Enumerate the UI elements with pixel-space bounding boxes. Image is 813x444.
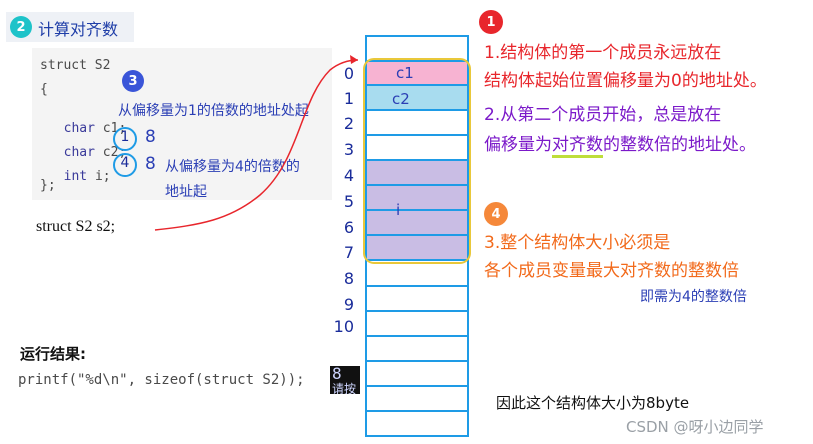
step-badge-3: 3 bbox=[122, 70, 144, 92]
step-badge-1: 1 bbox=[479, 10, 503, 34]
rule2-line2: 偏移量为对齐数的整数倍的地址处。 bbox=[484, 130, 756, 158]
watermark: CSDN @呀小边同学 bbox=[626, 418, 764, 436]
offset-index: 7 bbox=[343, 243, 354, 262]
offset-index: 9 bbox=[343, 295, 354, 314]
offset-index: 4 bbox=[343, 166, 354, 185]
rule3-note: 即需为4的整数倍 bbox=[640, 289, 747, 305]
console-output-value: 8 bbox=[332, 366, 342, 383]
result-label: 运行结果: bbox=[20, 345, 86, 363]
code-line-int-i: int i; bbox=[48, 154, 111, 184]
conclusion: 因此这个结构体大小为8byte bbox=[496, 394, 690, 412]
offset-index: 8 bbox=[343, 269, 354, 288]
offset-index: 2 bbox=[343, 114, 354, 133]
offset-index: 6 bbox=[343, 218, 354, 237]
rule3-line1: 3.整个结构体大小必须是 bbox=[484, 233, 671, 253]
console-output-partial: 请按 bbox=[332, 382, 357, 394]
code-type: char bbox=[63, 121, 95, 136]
offset-index: 5 bbox=[343, 192, 354, 211]
page-title: 计算对齐数 bbox=[38, 20, 119, 39]
c2-offset-mark: 8 bbox=[145, 127, 156, 147]
i-offset-mark: 8 bbox=[145, 154, 156, 174]
printf-statement: printf("%d\n", sizeof(struct S2)); bbox=[18, 372, 305, 388]
step-badge-4: 4 bbox=[484, 202, 508, 226]
code-type: char bbox=[63, 145, 95, 160]
rule2-line1: 2.从第二个成员开始，总是放在 bbox=[484, 105, 722, 125]
step-badge-2: 2 bbox=[10, 16, 32, 38]
code-type: int bbox=[63, 169, 88, 184]
cell-label-c1: c1 bbox=[396, 64, 414, 82]
code-block bbox=[32, 48, 332, 200]
rule2-text: 偏移量为 bbox=[484, 135, 552, 155]
offset-index: 1 bbox=[343, 89, 354, 108]
offset-index: 0 bbox=[343, 64, 354, 83]
cell-label-i: i bbox=[396, 201, 401, 219]
struct-declaration: struct S2 s2; bbox=[36, 218, 116, 235]
circled-i-align: 4 bbox=[113, 153, 137, 177]
code-line-struct: struct S2 bbox=[40, 58, 111, 73]
rule1-line1: 1.结构体的第一个成员永远放在 bbox=[484, 43, 722, 63]
circled-c2-align: 1 bbox=[113, 127, 137, 151]
code-line-brace-close: }; bbox=[40, 178, 56, 193]
offset-index: 10 bbox=[333, 317, 354, 336]
offset-index: 3 bbox=[343, 140, 354, 159]
rule2-keyword: 对齐数 bbox=[552, 135, 603, 158]
rule3-line2: 各个成员变量最大对齐数的整数倍 bbox=[484, 261, 739, 281]
note-i-offset-line2: 地址起 bbox=[165, 184, 207, 200]
rule1-line2: 结构体起始位置偏移量为0的地址处。 bbox=[484, 71, 767, 91]
note-c2-offset: 从偏移量为1的倍数的地址处起 bbox=[118, 103, 309, 119]
note-i-offset-line1: 从偏移量为4的倍数的 bbox=[165, 159, 300, 175]
cell-label-c2: c2 bbox=[392, 90, 410, 108]
code-line-brace-open: { bbox=[40, 82, 48, 97]
code-member: i; bbox=[94, 169, 111, 184]
rule2-text: 的整数倍的地址处。 bbox=[603, 135, 756, 155]
console-output: 8 请按 bbox=[330, 366, 360, 394]
